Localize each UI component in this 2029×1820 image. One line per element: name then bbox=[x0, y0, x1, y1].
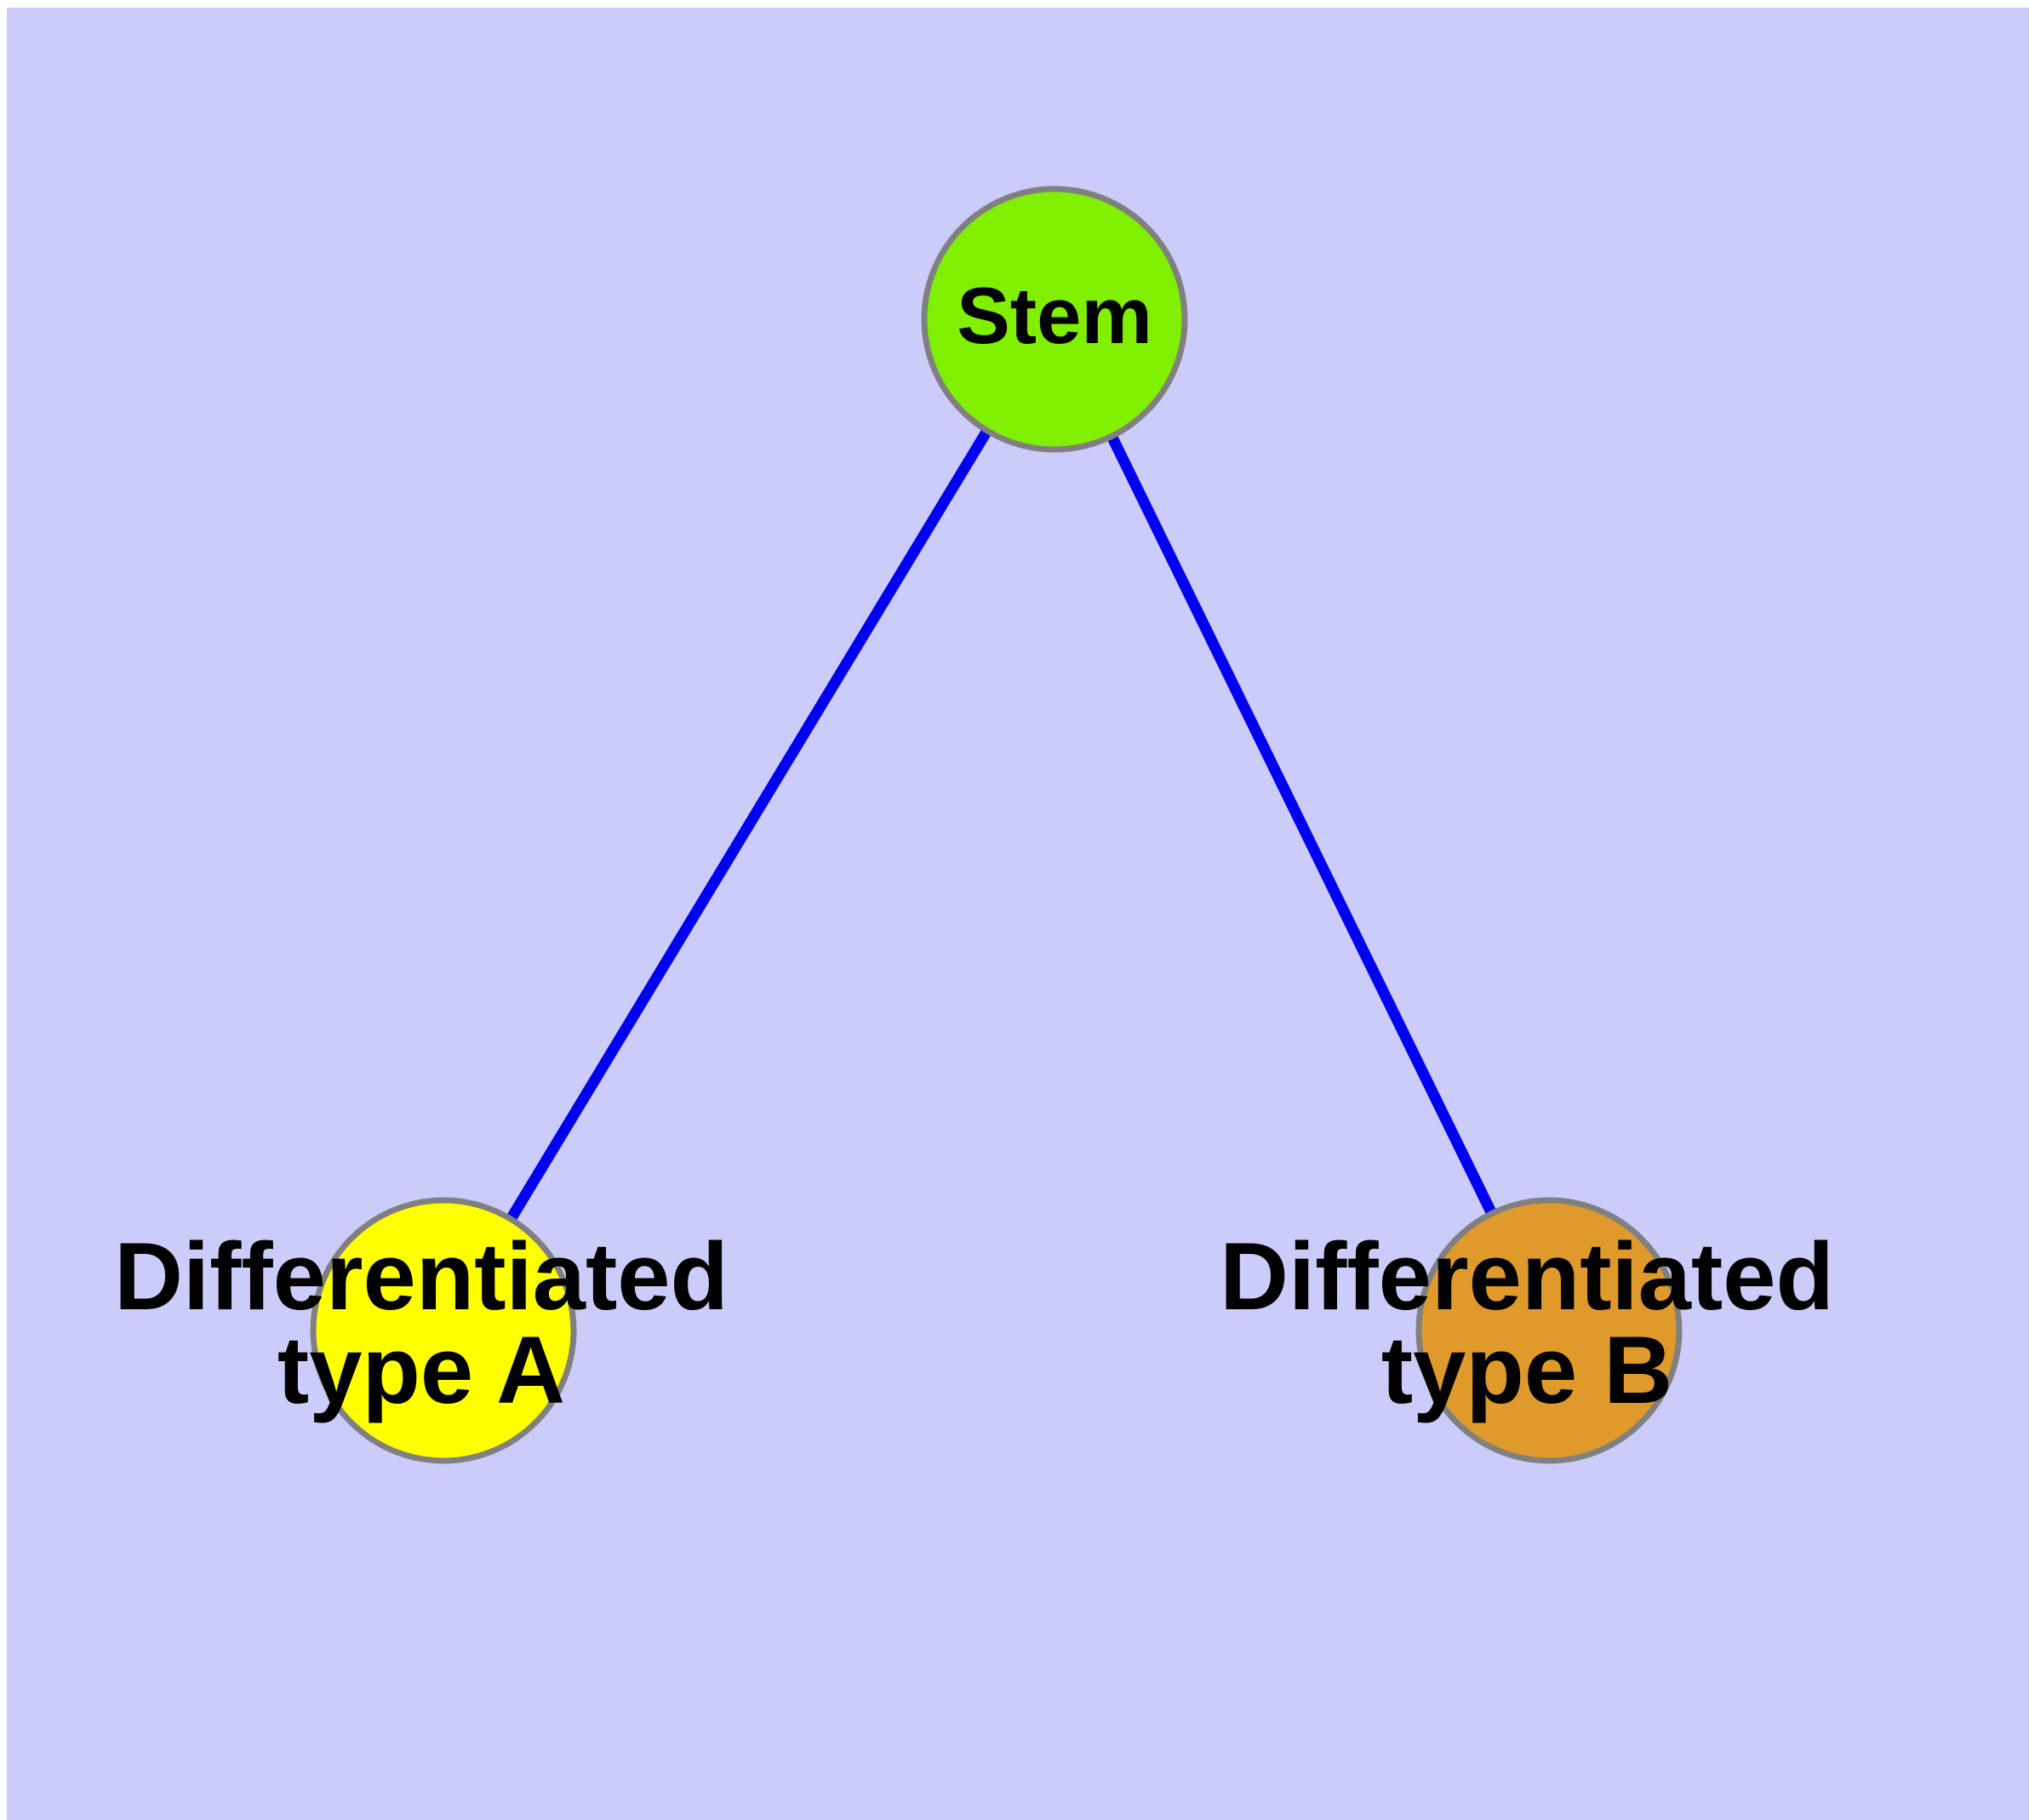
node-label-line: type B bbox=[1381, 1316, 1672, 1422]
node-label-line: Differentiated bbox=[1220, 1223, 1834, 1330]
node-label-stem: Stem bbox=[957, 271, 1152, 360]
node-circle-diff_a[interactable] bbox=[310, 1197, 577, 1464]
graph-node-diff_a[interactable] bbox=[310, 1197, 577, 1464]
node-circle-stem[interactable] bbox=[921, 186, 1188, 453]
node-label-line: type A bbox=[277, 1316, 565, 1422]
edges-layer bbox=[438, 316, 1554, 1334]
node-label-line: Stem bbox=[957, 271, 1152, 360]
graph-node-diff_b[interactable] bbox=[1415, 1197, 1683, 1464]
edge-stem-diff-b[interactable] bbox=[1049, 317, 1554, 1333]
graph-node-stem[interactable] bbox=[921, 186, 1188, 453]
node-circle-diff_b[interactable] bbox=[1415, 1197, 1683, 1464]
node-label-line: Differentiated bbox=[114, 1223, 729, 1330]
edge-stem-diff-a[interactable] bbox=[438, 316, 1060, 1334]
